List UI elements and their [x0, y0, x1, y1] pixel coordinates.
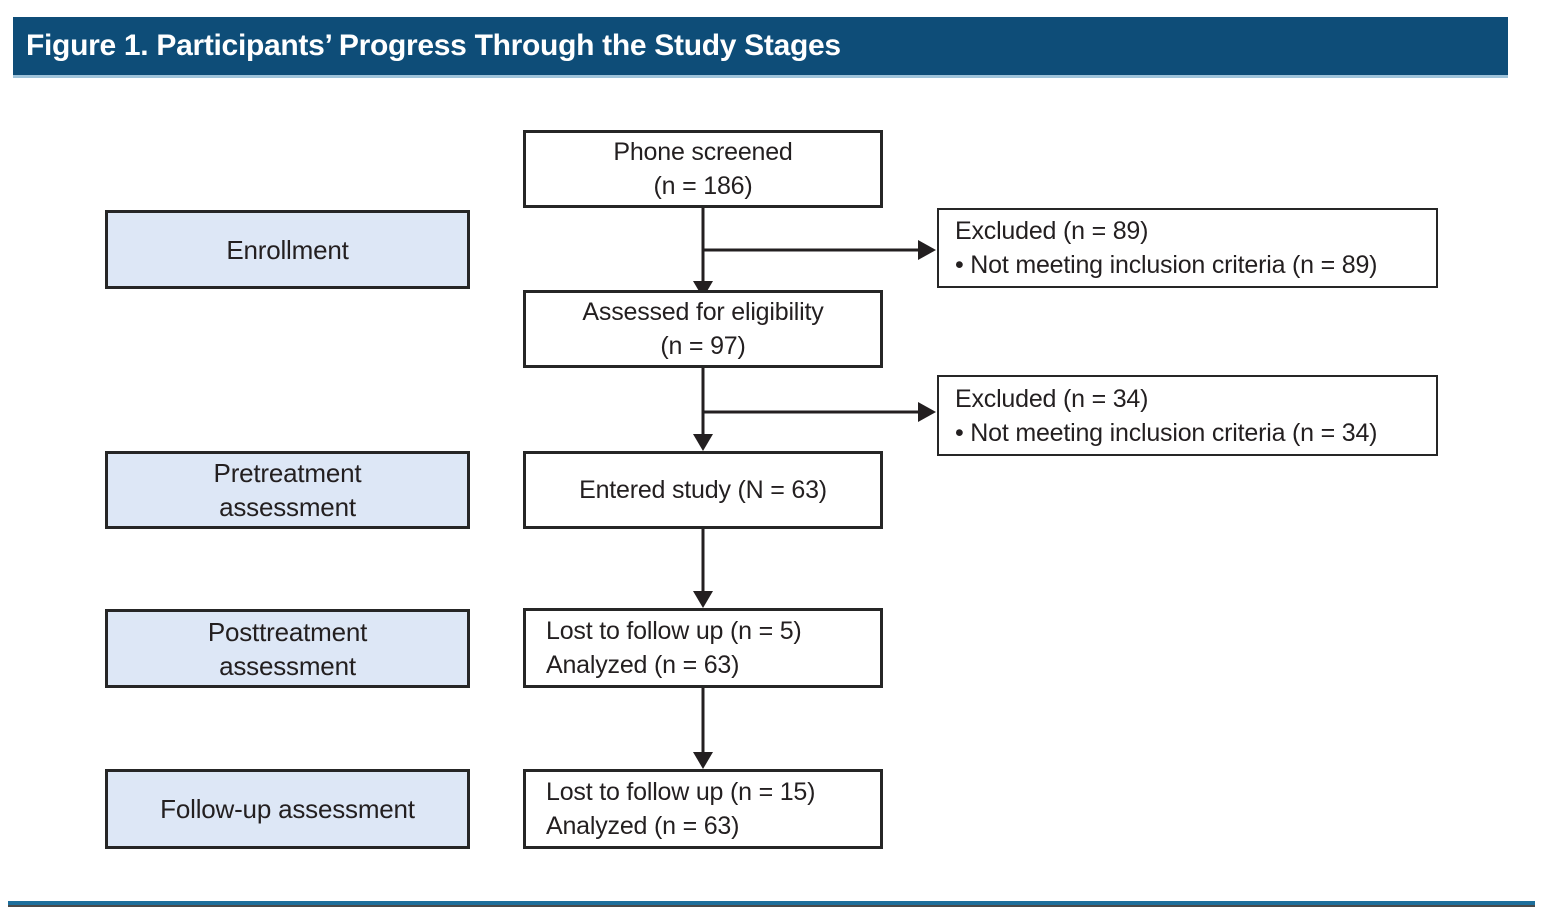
- stage-label: assessment: [219, 492, 356, 522]
- flow-box-line: Analyzed (n = 63): [546, 651, 740, 679]
- exclusion-box-34: Excluded (n = 34) • Not meeting inclusio…: [937, 375, 1438, 456]
- arrowhead-assessed-to-entered: [693, 434, 713, 451]
- flow-box-line: Assessed for eligibility: [582, 298, 824, 326]
- flow-box-line: Entered study (N = 63): [579, 476, 827, 504]
- stage-label: Enrollment: [226, 234, 349, 265]
- exclusion-box-89: Excluded (n = 89) • Not meeting inclusio…: [937, 208, 1438, 288]
- stage-label: Posttreatment: [207, 616, 368, 647]
- stage-box-posttreatment-assessment: Posttreatment assessment: [105, 609, 470, 688]
- arrowhead-to-excluded-34: [918, 402, 936, 422]
- stage-box-followup-assessment: Follow-up assessment: [105, 769, 470, 849]
- flow-box-line: Analyzed (n = 63): [546, 812, 740, 840]
- exclusion-reason: • Not meeting inclusion criteria (n = 34…: [955, 418, 1378, 447]
- flow-box-entered-study: Entered study (N = 63): [523, 451, 883, 529]
- stage-box-enrollment: Enrollment: [105, 210, 470, 289]
- footer-rule: [8, 901, 1535, 907]
- arrowhead-posttreatment-to-followup: [693, 752, 713, 769]
- stage-label: Pretreatment: [213, 458, 362, 488]
- stage-box-pretreatment-assessment: Pretreatment assessment: [105, 451, 470, 529]
- exclusion-title: Excluded (n = 89): [955, 217, 1149, 245]
- arrowhead-to-excluded-89: [918, 240, 936, 260]
- flow-box-posttreatment-outcome: Lost to follow up (n = 5) Analyzed (n = …: [523, 608, 883, 688]
- footer-rule-dark-line: [8, 905, 1535, 907]
- figure-title-bar: Figure 1. Participants’ Progress Through…: [13, 17, 1508, 78]
- flow-box-line: Phone screened: [613, 138, 793, 166]
- stage-label: assessment: [219, 650, 356, 681]
- exclusion-reason: • Not meeting inclusion criteria (n = 89…: [955, 251, 1378, 279]
- stage-label: Follow-up assessment: [160, 794, 415, 824]
- flow-box-line: Lost to follow up (n = 5): [546, 617, 802, 645]
- exclusion-title: Excluded (n = 34): [955, 384, 1149, 413]
- flow-box-line: Lost to follow up (n = 15): [546, 778, 816, 806]
- flow-box-count: (n = 186): [653, 172, 753, 200]
- flow-box-count: (n = 97): [660, 332, 746, 360]
- flow-box-assessed-eligibility: Assessed for eligibility (n = 97): [523, 290, 883, 368]
- figure-title: Figure 1. Participants’ Progress Through…: [26, 29, 841, 62]
- flow-box-phone-screened: Phone screened (n = 186): [523, 130, 883, 208]
- flow-box-followup-outcome: Lost to follow up (n = 15) Analyzed (n =…: [523, 769, 883, 849]
- arrowhead-entered-to-posttreatment: [693, 591, 713, 608]
